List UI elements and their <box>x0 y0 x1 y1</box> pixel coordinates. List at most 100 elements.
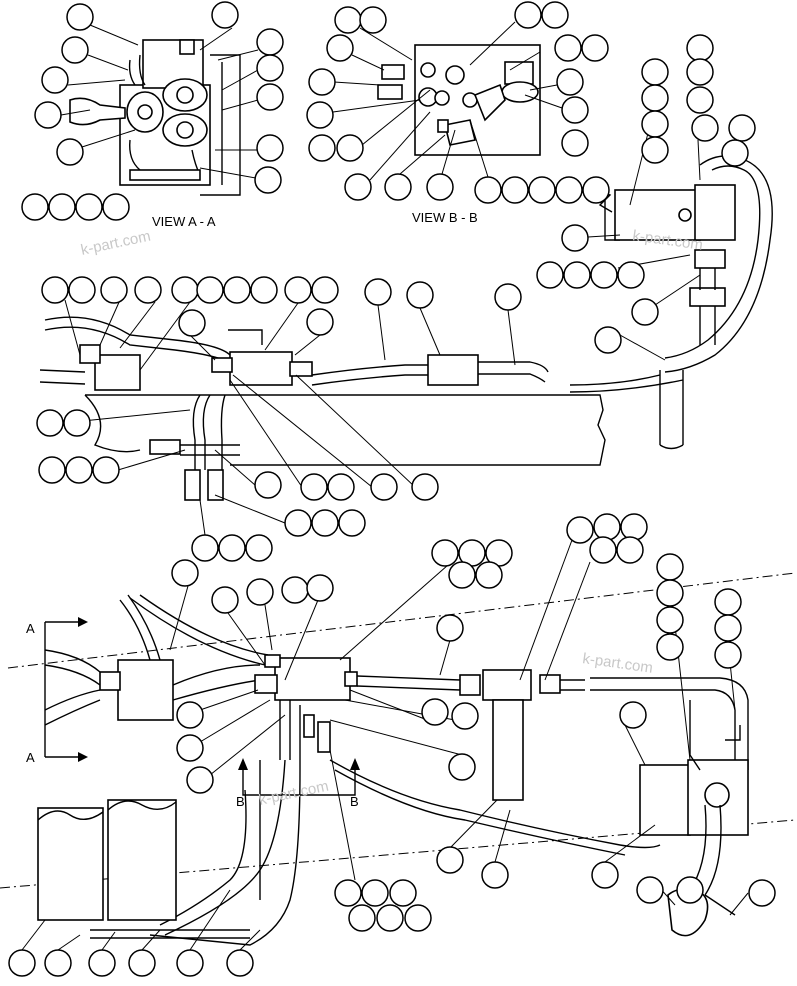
callout-balloon[interactable] <box>406 281 434 309</box>
callout-balloon[interactable] <box>176 701 204 729</box>
callout-balloon[interactable] <box>250 276 278 304</box>
callout-balloon[interactable] <box>376 904 404 932</box>
callout-balloon[interactable] <box>501 176 529 204</box>
callout-balloon[interactable] <box>714 641 742 669</box>
callout-balloon[interactable] <box>311 276 339 304</box>
callout-balloon[interactable] <box>691 114 719 142</box>
callout-balloon[interactable] <box>748 879 776 907</box>
callout-balloon[interactable] <box>128 949 156 977</box>
callout-balloon[interactable] <box>686 34 714 62</box>
callout-balloon[interactable] <box>306 308 334 336</box>
callout-balloon[interactable] <box>582 176 610 204</box>
callout-balloon[interactable] <box>326 34 354 62</box>
callout-balloon[interactable] <box>34 101 62 129</box>
callout-balloon[interactable] <box>338 509 366 537</box>
callout-balloon[interactable] <box>75 193 103 221</box>
callout-balloon[interactable] <box>68 276 96 304</box>
callout-balloon[interactable] <box>211 586 239 614</box>
callout-balloon[interactable] <box>66 3 94 31</box>
callout-balloon[interactable] <box>656 553 684 581</box>
callout-balloon[interactable] <box>514 1 542 29</box>
callout-balloon[interactable] <box>556 68 584 96</box>
callout-balloon[interactable] <box>475 561 503 589</box>
callout-balloon[interactable] <box>176 949 204 977</box>
callout-balloon[interactable] <box>176 734 204 762</box>
callout-balloon[interactable] <box>636 876 664 904</box>
callout-balloon[interactable] <box>61 36 89 64</box>
callout-balloon[interactable] <box>593 513 621 541</box>
callout-balloon[interactable] <box>171 276 199 304</box>
callout-balloon[interactable] <box>474 176 502 204</box>
callout-balloon[interactable] <box>65 456 93 484</box>
callout-balloon[interactable] <box>256 54 284 82</box>
callout-balloon[interactable] <box>436 614 464 642</box>
callout-balloon[interactable] <box>641 58 669 86</box>
callout-balloon[interactable] <box>656 633 684 661</box>
callout-balloon[interactable] <box>364 278 392 306</box>
callout-balloon[interactable] <box>563 261 591 289</box>
callout-balloon[interactable] <box>254 166 282 194</box>
callout-balloon[interactable] <box>48 193 76 221</box>
callout-balloon[interactable] <box>528 176 556 204</box>
callout-balloon[interactable] <box>721 139 749 167</box>
callout-balloon[interactable] <box>404 904 432 932</box>
callout-balloon[interactable] <box>590 261 618 289</box>
callout-balloon[interactable] <box>256 28 284 56</box>
callout-balloon[interactable] <box>686 86 714 114</box>
callout-balloon[interactable] <box>389 879 417 907</box>
callout-balloon[interactable] <box>619 701 647 729</box>
callout-balloon[interactable] <box>714 614 742 642</box>
callout-balloon[interactable] <box>308 134 336 162</box>
callout-balloon[interactable] <box>426 173 454 201</box>
callout-balloon[interactable] <box>56 138 84 166</box>
callout-balloon[interactable] <box>284 509 312 537</box>
callout-balloon[interactable] <box>656 606 684 634</box>
callout-balloon[interactable] <box>178 309 206 337</box>
callout-balloon[interactable] <box>641 110 669 138</box>
callout-balloon[interactable] <box>641 136 669 164</box>
callout-balloon[interactable] <box>361 879 389 907</box>
callout-balloon[interactable] <box>223 276 251 304</box>
callout-balloon[interactable] <box>41 276 69 304</box>
callout-balloon[interactable] <box>541 1 569 29</box>
callout-balloon[interactable] <box>656 579 684 607</box>
callout-balloon[interactable] <box>211 1 239 29</box>
callout-balloon[interactable] <box>284 276 312 304</box>
callout-balloon[interactable] <box>728 114 756 142</box>
callout-balloon[interactable] <box>254 471 282 499</box>
callout-balloon[interactable] <box>421 698 449 726</box>
callout-balloon[interactable] <box>631 298 659 326</box>
callout-balloon[interactable] <box>617 261 645 289</box>
callout-balloon[interactable] <box>336 134 364 162</box>
callout-balloon[interactable] <box>308 68 336 96</box>
callout-balloon[interactable] <box>481 861 509 889</box>
callout-balloon[interactable] <box>641 84 669 112</box>
callout-balloon[interactable] <box>21 193 49 221</box>
callout-balloon[interactable] <box>100 276 128 304</box>
callout-balloon[interactable] <box>686 58 714 86</box>
callout-balloon[interactable] <box>226 949 254 977</box>
callout-balloon[interactable] <box>334 6 362 34</box>
callout-balloon[interactable] <box>620 513 648 541</box>
callout-balloon[interactable] <box>536 261 564 289</box>
callout-balloon[interactable] <box>92 456 120 484</box>
callout-balloon[interactable] <box>581 34 609 62</box>
callout-balloon[interactable] <box>714 588 742 616</box>
callout-balloon[interactable] <box>246 578 274 606</box>
callout-balloon[interactable] <box>370 473 398 501</box>
callout-balloon[interactable] <box>448 561 476 589</box>
callout-balloon[interactable] <box>561 96 589 124</box>
callout-balloon[interactable] <box>448 753 476 781</box>
callout-balloon[interactable] <box>281 576 309 604</box>
callout-balloon[interactable] <box>359 6 387 34</box>
callout-balloon[interactable] <box>41 66 69 94</box>
callout-balloon[interactable] <box>256 83 284 111</box>
callout-balloon[interactable] <box>134 276 162 304</box>
callout-balloon[interactable] <box>589 536 617 564</box>
callout-balloon[interactable] <box>88 949 116 977</box>
callout-balloon[interactable] <box>63 409 91 437</box>
callout-balloon[interactable] <box>411 473 439 501</box>
callout-balloon[interactable] <box>594 326 622 354</box>
callout-balloon[interactable] <box>327 473 355 501</box>
callout-balloon[interactable] <box>561 129 589 157</box>
